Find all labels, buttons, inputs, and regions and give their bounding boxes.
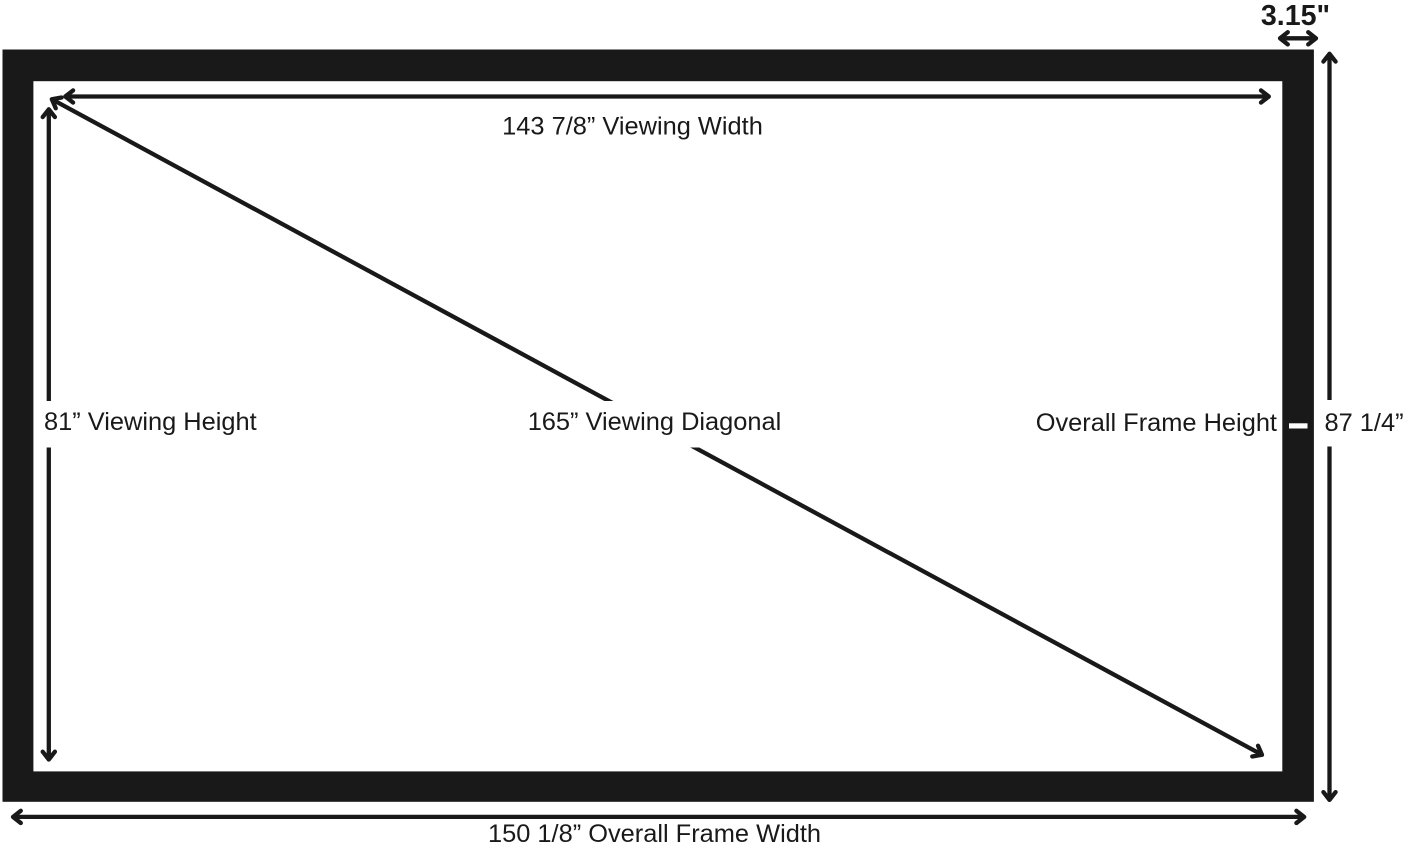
svg-text:81” Viewing Height: 81” Viewing Height (44, 408, 257, 436)
svg-text:150 1/8” Overall Frame Width: 150 1/8” Overall Frame Width (488, 820, 821, 848)
svg-text:3.15": 3.15" (1261, 0, 1330, 32)
svg-text:Overall Frame Height: Overall Frame Height (1036, 409, 1277, 437)
svg-text:143 7/8” Viewing Width: 143 7/8” Viewing Width (502, 113, 763, 141)
svg-text:87 1/4”: 87 1/4” (1325, 409, 1403, 437)
svg-text:165” Viewing Diagonal: 165” Viewing Diagonal (528, 408, 782, 436)
